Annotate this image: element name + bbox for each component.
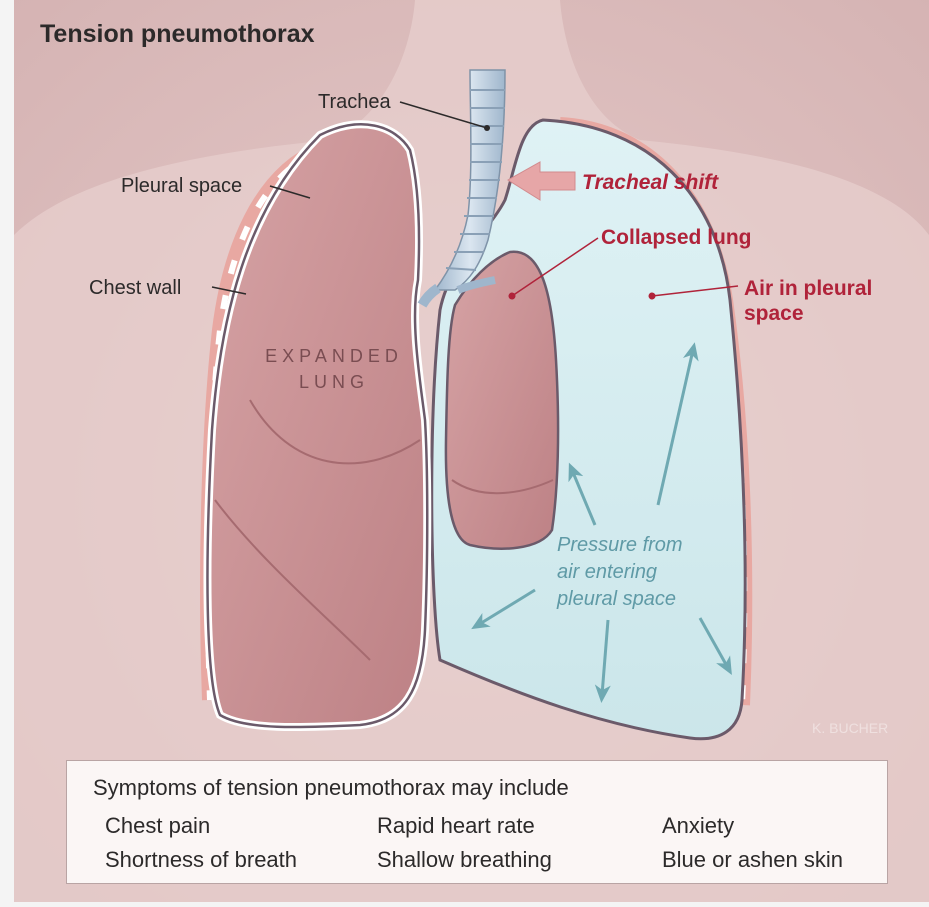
label-collapsed-lung: Collapsed lung xyxy=(601,226,752,249)
label-air-line1: Air in pleural xyxy=(744,277,872,300)
label-pressure-line3: pleural space xyxy=(556,588,676,610)
symptom-shallow-breathing: Shallow breathing xyxy=(377,847,552,873)
symptom-anxiety: Anxiety xyxy=(662,813,734,839)
symptom-chest-pain: Chest pain xyxy=(105,813,210,839)
label-pressure-line2: air entering xyxy=(557,561,657,583)
label-pressure-line1: Pressure from xyxy=(557,534,683,556)
label-air-line2: space xyxy=(744,302,804,325)
symptoms-box: Symptoms of tension pneumothorax may inc… xyxy=(66,760,888,884)
artist-signature: K. BUCHER xyxy=(812,720,888,736)
symptoms-title: Symptoms of tension pneumothorax may inc… xyxy=(93,775,569,801)
label-trachea: Trachea xyxy=(318,91,392,113)
label-tracheal-shift: Tracheal shift xyxy=(582,171,719,194)
symptom-rapid-heart-rate: Rapid heart rate xyxy=(377,813,535,839)
label-expanded-line2: LUNG xyxy=(299,372,369,392)
symptom-shortness-of-breath: Shortness of breath xyxy=(105,847,297,873)
diagram-title: Tension pneumothorax xyxy=(40,20,315,48)
symptom-blue-ashen-skin: Blue or ashen skin xyxy=(662,847,843,873)
collapsed-lung xyxy=(446,252,558,549)
label-expanded-line1: EXPANDED xyxy=(265,346,403,366)
label-pleural-space: Pleural space xyxy=(121,175,242,197)
label-chest-wall: Chest wall xyxy=(89,277,181,299)
